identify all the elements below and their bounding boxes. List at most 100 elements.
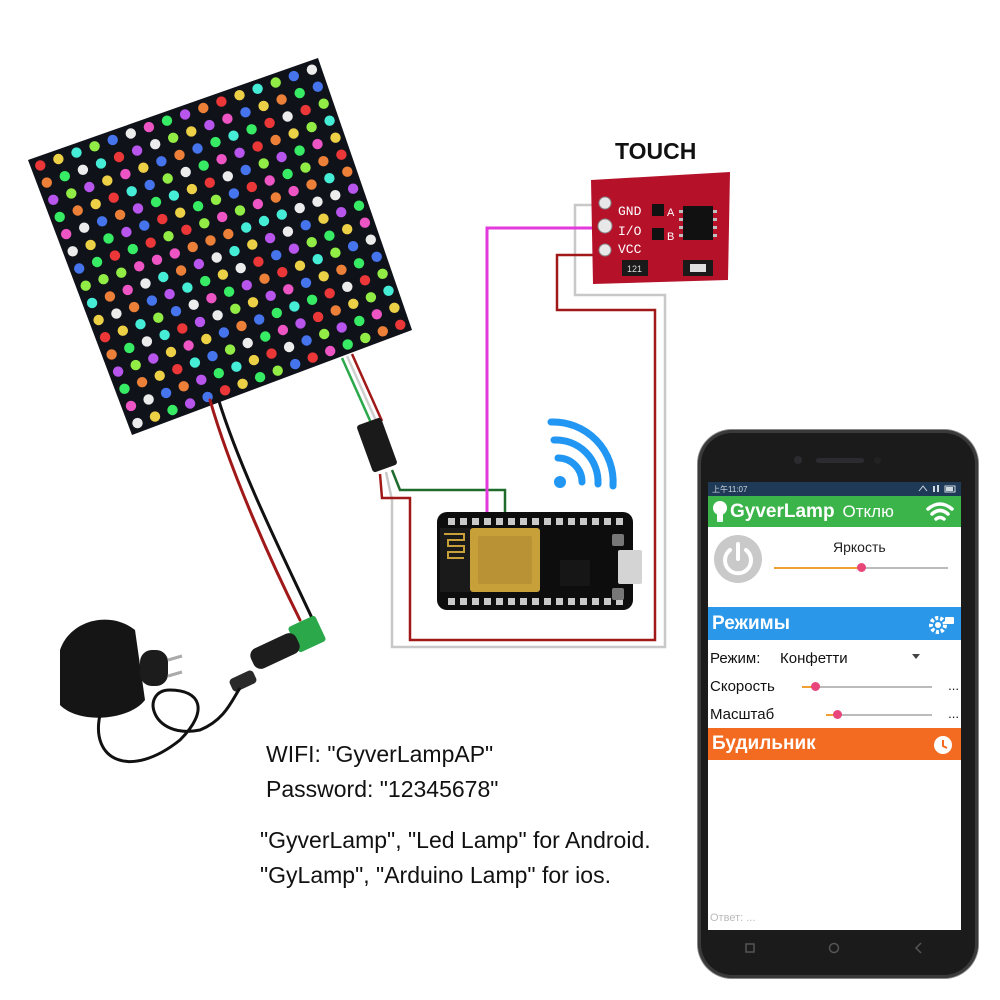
led-dot [124, 342, 135, 354]
header-pins-bottom [448, 598, 623, 605]
brightness-label: Яркость [833, 539, 886, 555]
led-dot [158, 271, 169, 283]
led-dot [109, 250, 121, 261]
led-dot [312, 311, 324, 323]
led-dot [91, 256, 103, 268]
led-dot [353, 200, 365, 211]
led-dot [163, 231, 174, 242]
brightness-knob[interactable] [857, 563, 866, 572]
scale-knob[interactable] [832, 710, 842, 719]
power-button[interactable] [714, 535, 762, 583]
led-dot [201, 333, 212, 345]
led-dot [224, 344, 236, 355]
led-dot [265, 290, 276, 301]
led-dot [131, 145, 143, 156]
mode-value[interactable]: Конфетти [780, 650, 848, 667]
led-dot [294, 202, 305, 214]
mode-selector[interactable]: Режим: Конфетти [708, 640, 961, 672]
io-signal-wire [485, 226, 595, 518]
header-pin [448, 518, 455, 525]
led-dot [277, 324, 289, 336]
led-dot [80, 280, 91, 291]
touch-pad-a: A [667, 207, 675, 219]
led-dot [241, 280, 252, 291]
back-icon[interactable] [914, 942, 924, 954]
led-dot [290, 358, 301, 370]
led-dot [270, 134, 281, 146]
led-dot [246, 124, 257, 135]
led-dot [121, 226, 132, 238]
led-dot [276, 209, 287, 220]
scale-more[interactable]: ... [948, 706, 959, 721]
led-dot [210, 136, 221, 148]
led-dot [300, 277, 312, 288]
scale-slider[interactable] [826, 710, 932, 719]
led-dot [218, 327, 230, 338]
led-dot [216, 96, 227, 107]
led-dot [342, 224, 353, 235]
alarm-header: Будильник [708, 728, 961, 760]
header-pin [520, 518, 527, 525]
front-camera [794, 456, 802, 464]
speed-slider[interactable] [802, 682, 932, 691]
header-pin [604, 518, 611, 525]
led-dot [108, 192, 119, 203]
led-dot [219, 385, 231, 396]
phone-nav-bar [708, 936, 961, 960]
led-dot [210, 194, 222, 205]
gear-camera-icon[interactable] [927, 613, 955, 635]
menu-icon[interactable] [745, 943, 755, 953]
led-dot [151, 254, 163, 265]
led-dot [223, 228, 234, 240]
led-dot [54, 211, 65, 223]
led-dot [318, 156, 329, 167]
led-dot [120, 168, 131, 180]
led-dot [122, 284, 133, 296]
led-dot [330, 132, 341, 143]
nodemcu-board [437, 512, 642, 610]
led-dot [377, 268, 388, 279]
scale-row: Масштаб ... [708, 700, 961, 728]
dropdown-arrow-icon[interactable] [912, 654, 920, 659]
header-pin [556, 518, 563, 525]
speed-more[interactable]: ... [948, 678, 959, 693]
led-dot [207, 350, 218, 362]
led-dot [288, 70, 299, 82]
led-dot [96, 216, 108, 227]
led-dot [371, 309, 382, 320]
led-dot [312, 81, 323, 92]
led-dot [307, 352, 318, 363]
led-dot [377, 326, 388, 337]
led-dot [294, 260, 306, 271]
led-dot [353, 258, 365, 269]
led-dot [111, 308, 122, 319]
led-dot [217, 269, 229, 280]
led-dot [272, 365, 283, 376]
phone-screen: 上午11:07 GyverLamp Отклю [708, 482, 961, 930]
led-dot [177, 323, 188, 334]
led-dot [319, 328, 330, 340]
brightness-slider[interactable] [774, 563, 948, 572]
wifi-icon[interactable] [925, 501, 955, 523]
header-pin [508, 518, 515, 525]
led-dot [84, 181, 95, 193]
speed-knob[interactable] [811, 682, 820, 691]
led-dot [117, 325, 128, 336]
led-dot [149, 411, 161, 422]
led-dot [253, 256, 264, 267]
touch-title: TOUCH [615, 138, 697, 164]
header-pin [568, 518, 575, 525]
connection-status[interactable]: Отклю [842, 501, 894, 521]
app-header: GyverLamp Отклю [708, 496, 961, 527]
led-dot [130, 359, 141, 371]
led-dot [127, 243, 138, 255]
led-dot [86, 297, 98, 309]
header-pin [484, 518, 491, 525]
alarm-clock-icon[interactable] [931, 733, 955, 755]
led-dot [258, 158, 269, 169]
led-dot [294, 145, 305, 156]
home-icon[interactable] [828, 942, 840, 954]
led-dot [194, 316, 206, 328]
led-dot [41, 177, 52, 188]
led-dot [134, 261, 145, 272]
